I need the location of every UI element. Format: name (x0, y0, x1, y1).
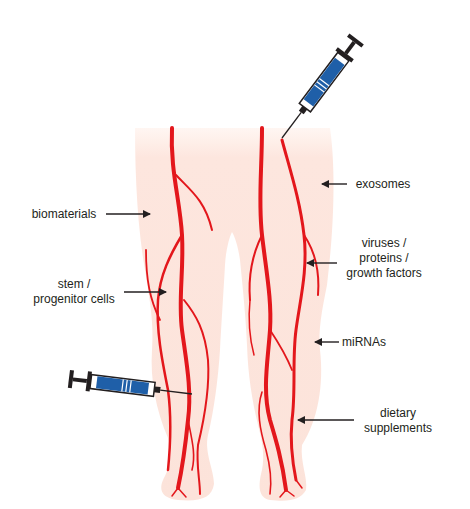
leader-arrow (298, 419, 354, 420)
label-text: biomaterials (19, 207, 109, 222)
syringe (274, 33, 365, 144)
legs-outline (135, 128, 334, 501)
label-text: stem / progenitor cells (29, 277, 119, 307)
leader-arrow (106, 213, 150, 214)
leader-arrows (106, 184, 354, 420)
label-text: exosomes (348, 177, 418, 192)
label-text: miRNAs (334, 335, 394, 350)
syringe (68, 369, 194, 404)
leader-arrow (124, 291, 166, 292)
leader-arrow (307, 262, 337, 263)
veins (146, 128, 318, 497)
label-text: dietary supplements (358, 406, 438, 436)
leader-arrow (322, 183, 347, 184)
leader-arrow (315, 341, 339, 342)
label-text: viruses / proteins / growth factors (341, 236, 427, 281)
